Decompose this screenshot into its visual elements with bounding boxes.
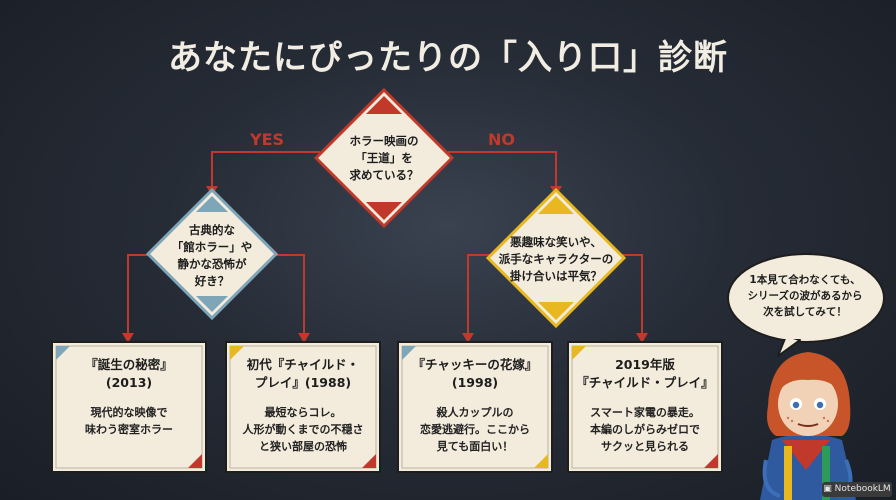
branch-label-yes: YES [250,130,285,149]
text-line: 掛け合いは平気？ [510,269,602,283]
text-line: 『誕生の秘密』 [85,357,173,372]
card-4-body: スマート家電の暴走。 本編のしがらみゼロで サクッと見られる [572,404,718,455]
card-1-title: 『誕生の秘密』 (2013) [56,356,202,392]
card-3-title: 『チャッキーの花嫁』 (1998) [402,356,548,392]
arrowhead [636,333,648,343]
arrowhead [122,333,134,343]
notebooklm-badge: ▣ NotebookLM [822,482,892,497]
card-3 [397,341,553,473]
text-line: 本編のしがらみゼロで [590,423,700,436]
connector-right-no [622,254,643,335]
text-line: サクッと見られる [601,440,689,453]
decision-left-text: 古典的な 「館ホラー」や 静かな恐怖が 好き？ [152,222,272,290]
decision-right [485,187,627,329]
text-line: 恋愛逃避行。ここから [420,423,530,436]
text-line: 味わう密室ホラー [85,423,173,436]
text-line: 求めている？ [349,168,419,182]
connectors [127,151,643,335]
branch-label-no: NO [488,130,515,149]
text-line: と狭い部屋の恐怖 [259,440,347,453]
speech-bubble-text: 1本見て合わなくても、 シリーズの波があるから 次を試してみて！ [730,272,880,320]
connector-root-no [448,151,557,188]
text-line: 現代的な映像で [90,406,168,419]
decision-left [145,187,279,321]
connector-root-yes [211,151,320,188]
text-line: 初代『チャイルド・ [246,357,360,372]
card-2-title: 初代『チャイルド・ プレイ』(1988) [230,356,376,392]
text-line: シリーズの波があるから [747,290,863,302]
card-1 [51,341,207,473]
text-line: 「王道」を [355,151,413,165]
card-4-title: 2019年版 『チャイルド・プレイ』 [572,356,718,392]
connector-left-no [274,254,305,335]
text-line: (1998) [451,375,499,390]
text-line: 「館ホラー」や [171,240,253,254]
card-4 [567,341,723,473]
page-title: あなたにぴったりの「入り口」診断 [168,38,728,78]
text-line: 1本見て合わなくても、 [749,274,861,286]
text-line: スマート家電の暴走。 [590,406,700,419]
text-line: ホラー映画の [349,134,419,148]
text-line: 人形が動くまでの不穏さ [242,423,364,436]
connector-left-yes [127,254,150,335]
badge-label: NotebookLM [834,484,891,494]
card-1-body: 現代的な映像で 味わう密室ホラー [56,404,202,438]
card-2 [225,341,381,473]
text-line: 古典的な [189,223,235,237]
text-line: 次を試してみて！ [763,306,847,318]
text-line: 『チャッキーの花嫁』 [412,357,538,372]
arrowhead [298,333,310,343]
text-line: 好き？ [194,274,230,288]
text-line: 『チャイルド・プレイ』 [576,375,714,390]
decision-right-text: 悪趣味な笑いや、 派手なキャラクターの 掛け合いは平気？ [476,234,636,285]
text-line: 殺人カップルの [436,406,514,419]
notebook-icon: ▣ [823,484,835,494]
decision-root-text: ホラー映画の 「王道」を 求めている？ [324,133,444,184]
text-line: プレイ』(1988) [254,375,352,390]
text-line: 派手なキャラクターの [498,252,614,266]
text-line: 最短ならコレ。 [264,406,342,419]
text-line: 2019年版 [615,357,675,372]
speech-bubble [727,253,885,357]
connector-right-yes [467,254,490,335]
decision-root [313,87,455,229]
doll-character-illustration [760,352,856,500]
text-line: 静かな恐怖が [177,257,247,271]
text-line: 見ても面白い！ [436,440,514,453]
card-3-body: 殺人カップルの 恋愛逃避行。ここから 見ても面白い！ [402,404,548,455]
arrowhead [462,333,474,343]
text-line: (2013) [105,375,153,390]
text-line: 悪趣味な笑いや、 [510,235,602,249]
card-2-body: 最短ならコレ。 人形が動くまでの不穏さ と狭い部屋の恐怖 [230,404,376,455]
